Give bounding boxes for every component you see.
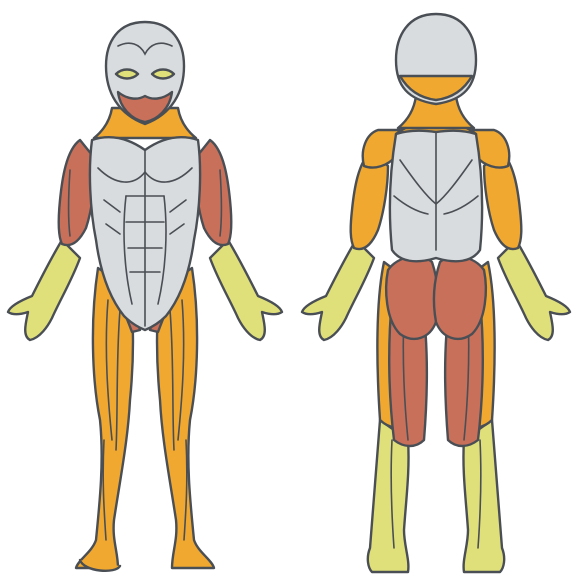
front-right-eye <box>152 70 174 79</box>
back-left-glute <box>386 256 438 338</box>
front-right-arm <box>194 140 282 340</box>
back-view <box>302 14 570 572</box>
front-view <box>8 22 282 571</box>
front-left-arm <box>8 140 96 340</box>
front-left-eye <box>116 70 138 79</box>
back-right-glute <box>434 256 486 338</box>
